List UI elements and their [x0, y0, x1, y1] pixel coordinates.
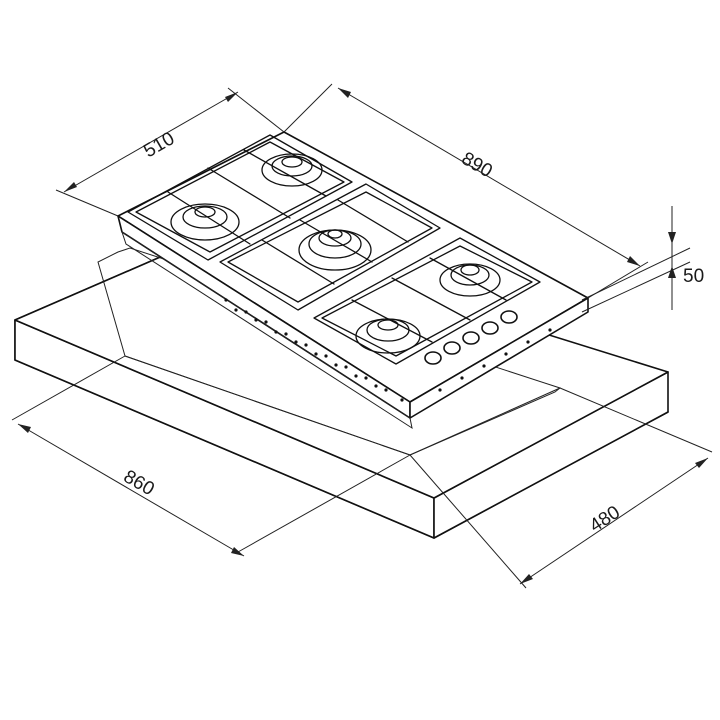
vent-holes	[224, 298, 552, 402]
grate-centre	[219, 183, 441, 311]
dimension-lines	[11, 83, 713, 589]
burner-back-right	[439, 263, 501, 297]
grate-left	[127, 134, 353, 261]
label-height: 50	[683, 266, 704, 287]
burner-back-left	[261, 153, 323, 187]
burner-front-right	[355, 318, 421, 354]
cutout-side-edge	[409, 387, 561, 456]
burners	[170, 153, 501, 354]
label-depth: 510	[140, 128, 178, 162]
knob-5	[500, 310, 518, 324]
knob-3	[462, 331, 480, 345]
dim-line-width	[337, 87, 641, 267]
knob-2	[443, 341, 461, 355]
control-knobs	[424, 310, 518, 365]
dim-line-depth	[63, 91, 239, 193]
label-cutout-width: 860	[120, 466, 158, 500]
hob-side-edge	[409, 297, 589, 419]
burner-front-left	[170, 203, 240, 241]
knob-1	[424, 351, 442, 365]
knob-4	[481, 321, 499, 335]
label-cutout-depth: 480	[586, 502, 624, 537]
grate-right	[313, 237, 541, 365]
hob-base	[121, 230, 413, 430]
pan-supports	[127, 134, 541, 365]
dim-line-cutout-width	[17, 423, 245, 557]
dim-line-cutout-depth	[519, 457, 709, 585]
cutout-front-edge	[124, 355, 411, 456]
burner-wok-centre	[298, 229, 372, 271]
